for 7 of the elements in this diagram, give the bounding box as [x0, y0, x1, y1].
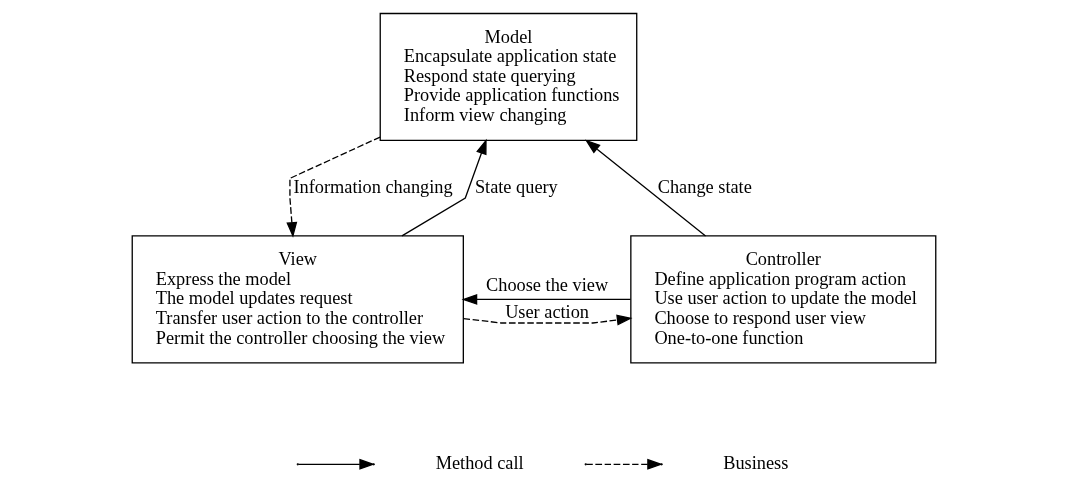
edge-label: User action [505, 302, 590, 322]
edge-label: State query [474, 177, 558, 198]
legend-label: Business [723, 453, 789, 474]
edge-label: Change state [657, 177, 752, 198]
edge-label: Choose the view [486, 274, 609, 295]
edge-label: Information changing [293, 177, 453, 198]
legend-label: Method call [435, 453, 524, 474]
